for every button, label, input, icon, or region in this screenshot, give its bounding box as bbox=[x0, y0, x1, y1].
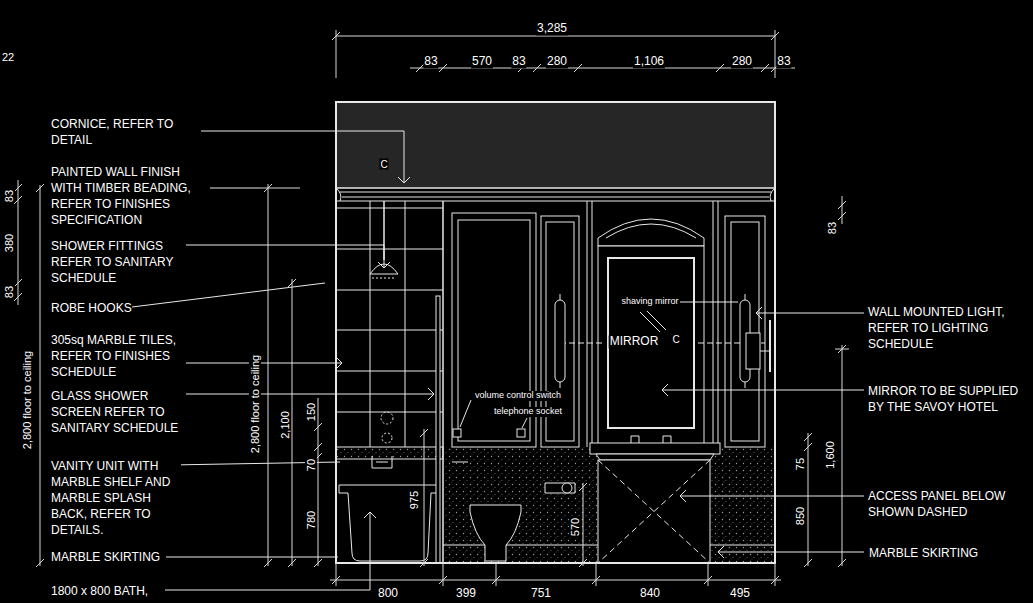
dimension-text: 1,600 bbox=[824, 440, 836, 470]
mirror-cabinet bbox=[560, 219, 765, 446]
callout-text: CORNICE, REFER TO DETAIL bbox=[51, 116, 201, 148]
callout-text: MARBLE SKIRTING bbox=[869, 545, 978, 561]
dimension-text: 840 bbox=[639, 587, 661, 600]
dimension-text: 83 bbox=[776, 55, 791, 68]
callout-text: 305sq MARBLE TILES, REFER TO FINISHES SC… bbox=[51, 332, 186, 380]
dimension-text: 380 bbox=[3, 233, 15, 253]
dimension-text: 780 bbox=[305, 510, 317, 530]
marble-splash bbox=[336, 447, 775, 563]
dimension-text: 1,106 bbox=[633, 55, 665, 68]
centreline-mark: C bbox=[379, 159, 388, 170]
dimension-text: 399 bbox=[455, 587, 477, 600]
callout-text: 1800 x 800 BATH, bbox=[51, 583, 148, 599]
callout-text: GLASS SHOWER SCREEN REFER TO SANITARY SC… bbox=[51, 388, 186, 436]
leader-lines bbox=[132, 131, 864, 590]
callout-text: SHOWER FITTINGS REFER TO SANITARY SCHEDU… bbox=[51, 238, 186, 286]
ceiling-band bbox=[336, 102, 775, 188]
dimension-text: 75 bbox=[794, 457, 806, 471]
shower-head bbox=[370, 201, 398, 443]
cornice bbox=[336, 188, 775, 201]
room-frame bbox=[336, 102, 775, 563]
callout-text: MARBLE SKIRTING bbox=[51, 549, 160, 565]
dimension-text: 280 bbox=[546, 55, 568, 68]
annotation-text: volume control switch bbox=[474, 391, 562, 401]
dimension-text: 751 bbox=[530, 587, 552, 600]
glass-screen bbox=[436, 296, 440, 563]
dimension-text: 850 bbox=[794, 506, 806, 526]
dimension-text: 2,800 floor to ceiling bbox=[249, 354, 261, 454]
vanity bbox=[590, 436, 720, 563]
dimension-text: 2,100 bbox=[279, 410, 291, 440]
dimension-lines bbox=[14, 30, 849, 586]
annotation-text: telephone socket bbox=[493, 407, 563, 417]
annotation-text: MIRROR bbox=[609, 335, 660, 348]
dimension-text: 495 bbox=[729, 587, 751, 600]
dimension-text: 3,285 bbox=[536, 22, 568, 35]
callout-text: PAINTED WALL FINISH WITH TIMBER BEADING,… bbox=[51, 164, 206, 228]
dimension-text: 83 bbox=[423, 55, 438, 68]
dimension-text: 83 bbox=[826, 221, 838, 235]
dimension-text: 83 bbox=[511, 55, 526, 68]
centreline-mark: C bbox=[671, 334, 680, 345]
shower-tiles bbox=[336, 201, 443, 563]
dimension-text: 2,800 floor to ceiling bbox=[21, 350, 33, 450]
callout-text: WALL MOUNTED LIGHT, REFER TO LIGHTING SC… bbox=[868, 304, 1030, 352]
dimension-text: 975 bbox=[408, 490, 420, 510]
callout-text: ROBE HOOKS bbox=[51, 300, 132, 316]
callout-text: ACCESS PANEL BELOW SHOWN DASHED bbox=[868, 488, 1030, 520]
dimension-text: 570 bbox=[569, 517, 581, 537]
dimension-text: 800 bbox=[377, 587, 399, 600]
wall-lights bbox=[555, 294, 770, 388]
dimension-text: 70 bbox=[305, 458, 317, 472]
dimension-text: 150 bbox=[305, 402, 317, 422]
dimension-text: 83 bbox=[3, 189, 15, 203]
wall-panels bbox=[452, 201, 765, 447]
toilet bbox=[452, 462, 575, 561]
annotation-text: shaving mirror bbox=[620, 297, 679, 307]
sockets bbox=[453, 302, 738, 437]
callout-text: VANITY UNIT WITH MARBLE SHELF AND MARBLE… bbox=[51, 458, 181, 538]
dimension-text: 570 bbox=[471, 55, 493, 68]
dimension-text: 83 bbox=[3, 285, 15, 299]
dimension-text: 22 bbox=[1, 51, 15, 63]
dimension-text: 280 bbox=[731, 55, 753, 68]
callout-text: MIRROR TO BE SUPPLIED BY THE SAVOY HOTEL bbox=[868, 383, 1030, 415]
